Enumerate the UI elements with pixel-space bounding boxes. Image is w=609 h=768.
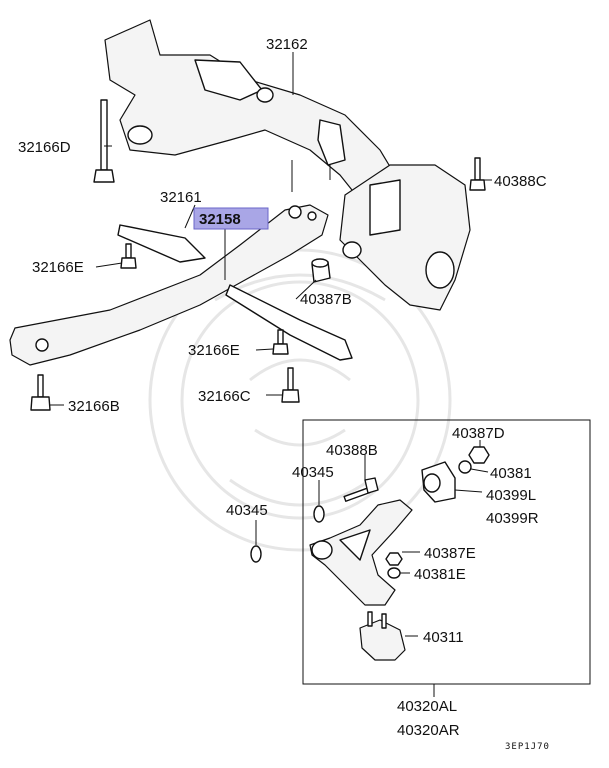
label-40387D[interactable]: 40387D — [452, 425, 505, 442]
bushing-40387B[interactable] — [311, 258, 331, 283]
diagram-code: 3EP1J70 — [505, 742, 550, 752]
watermark-emblem — [148, 248, 452, 552]
label-40381E[interactable]: 40381E — [414, 566, 466, 583]
label-32166B[interactable]: 32166B — [68, 398, 120, 415]
label-40320AR[interactable]: 40320AR — [397, 722, 460, 739]
label-40388C[interactable]: 40388C — [494, 173, 547, 190]
label-40387E[interactable]: 40387E — [424, 545, 476, 562]
label-40320AL[interactable]: 40320AL — [397, 698, 457, 715]
label-40345-upper[interactable]: 40345 — [292, 464, 334, 481]
bolt-40388C[interactable] — [469, 157, 486, 191]
label-40381[interactable]: 40381 — [490, 465, 532, 482]
label-32166D[interactable]: 32166D — [18, 139, 71, 156]
washer-40381[interactable] — [458, 460, 472, 474]
washer-40345-upper[interactable] — [313, 505, 325, 523]
label-40388B[interactable]: 40388B — [326, 442, 378, 459]
label-32166E-lower[interactable]: 32166E — [188, 342, 240, 359]
label-40311[interactable]: 40311 — [423, 629, 464, 646]
label-32166C[interactable]: 32166C — [198, 388, 251, 405]
label-32166E-upper[interactable]: 32166E — [32, 259, 84, 276]
bolt-32166E-lower[interactable] — [272, 329, 289, 355]
lower-control-arm[interactable] — [309, 499, 413, 606]
label-32162[interactable]: 32162 — [266, 36, 308, 53]
nut-40387D[interactable] — [468, 446, 490, 464]
label-40399R[interactable]: 40399R — [486, 510, 539, 527]
label-32161[interactable]: 32161 — [160, 189, 202, 206]
label-40345-lower[interactable]: 40345 — [226, 502, 268, 519]
leader-lines — [50, 52, 492, 697]
crossmember-32158[interactable] — [9, 204, 353, 366]
nut-40387E[interactable] — [385, 552, 403, 566]
bolt-32166D[interactable] — [93, 99, 115, 183]
knuckle-assembly[interactable] — [339, 164, 471, 311]
bolt-32166E-upper[interactable] — [120, 243, 137, 269]
subframe-32162[interactable] — [104, 19, 396, 201]
bushing-40399[interactable] — [421, 461, 456, 503]
ball-joint-40311[interactable] — [359, 611, 406, 661]
label-40399L[interactable]: 40399L — [486, 487, 536, 504]
lower-arm-group-box — [302, 419, 591, 685]
highlight-32158 — [193, 207, 269, 230]
label-40387B[interactable]: 40387B — [300, 291, 352, 308]
bolt-32166B[interactable] — [30, 374, 51, 411]
bolt-32166C[interactable] — [281, 367, 300, 403]
label-32158[interactable]: 32158 — [199, 211, 241, 228]
bolt-40388B[interactable] — [343, 477, 379, 502]
washer-40345-lower[interactable] — [250, 545, 262, 563]
washer-40381E[interactable] — [387, 567, 401, 579]
